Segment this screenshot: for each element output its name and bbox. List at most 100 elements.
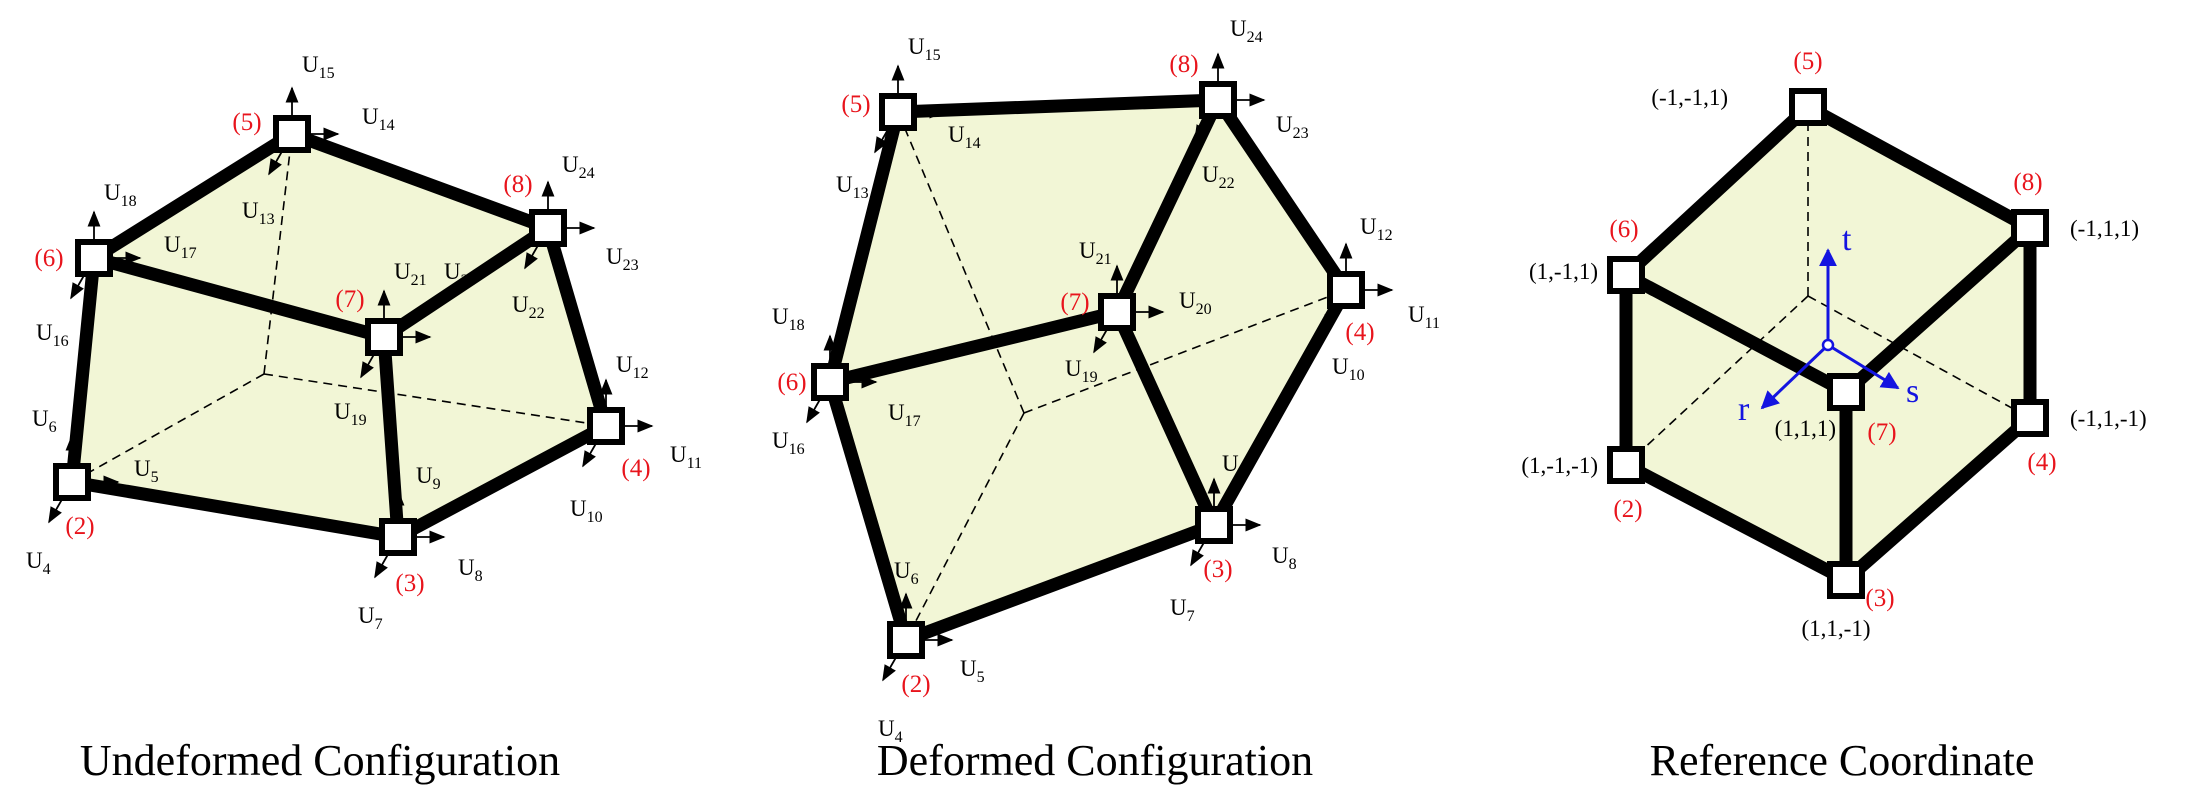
node-label: (4) bbox=[2027, 449, 2056, 476]
dof-label: U7 bbox=[358, 603, 383, 633]
dof-label: U16 bbox=[772, 428, 805, 458]
node-label: (3) bbox=[395, 570, 424, 597]
node-label: (7) bbox=[1867, 419, 1896, 446]
hidden-edge-1 bbox=[263, 373, 607, 427]
node-box bbox=[1827, 561, 1865, 599]
node-box bbox=[887, 621, 925, 659]
dof-label: U23 bbox=[606, 244, 639, 274]
edge-7 bbox=[1211, 93, 1353, 297]
edge-6 bbox=[1110, 305, 1221, 532]
dof-label: U19 bbox=[1065, 356, 1098, 386]
edge-4 bbox=[823, 375, 913, 647]
caption-deformed: Deformed Configuration bbox=[877, 736, 1313, 785]
axis-label-r: r bbox=[1738, 391, 1750, 428]
node-coordinate: (1,-1,-1) bbox=[1521, 453, 1598, 478]
axis-label-s: s bbox=[1906, 373, 1919, 410]
edge-0 bbox=[891, 93, 1225, 119]
axis-label-t: t bbox=[1842, 221, 1852, 258]
node-coordinate: (1,1,1) bbox=[1775, 416, 1836, 441]
node-box bbox=[53, 463, 91, 501]
face-2 bbox=[1846, 228, 2030, 580]
dof-label: U12 bbox=[616, 352, 649, 382]
node-box bbox=[879, 93, 917, 131]
hidden-edge-0 bbox=[905, 412, 1025, 641]
hidden-edge-2 bbox=[263, 133, 293, 375]
edge-6 bbox=[1619, 268, 1853, 399]
hidden-edge-1 bbox=[1023, 289, 1347, 414]
dof-label: U21 bbox=[394, 259, 427, 289]
hidden-edge-0 bbox=[71, 373, 265, 483]
node-label: (8) bbox=[1169, 51, 1198, 78]
edge-4 bbox=[65, 251, 101, 489]
node-label: (8) bbox=[503, 171, 532, 198]
node-label: (3) bbox=[1865, 585, 1894, 612]
dof-label: U13 bbox=[242, 198, 275, 228]
node-coordinate: (1,1,-1) bbox=[1802, 616, 1871, 641]
node-box bbox=[1195, 506, 1233, 544]
dof-label: U10 bbox=[570, 496, 603, 526]
node-label: (5) bbox=[232, 109, 261, 136]
edge-5 bbox=[1839, 411, 2037, 587]
edge-3 bbox=[823, 105, 905, 389]
node-box bbox=[1199, 81, 1237, 119]
node-coordinate: (-1,-1,1) bbox=[1651, 85, 1728, 110]
edge-5 bbox=[899, 518, 1221, 647]
node-label: (6) bbox=[1609, 216, 1638, 243]
edge-4 bbox=[1619, 458, 1853, 587]
node-box bbox=[365, 318, 403, 356]
node-label: (2) bbox=[901, 671, 930, 698]
dof-label: U6 bbox=[32, 406, 57, 436]
node-coordinate: (-1,1,1) bbox=[2070, 216, 2139, 241]
dof-label: U15 bbox=[302, 52, 335, 82]
node-label: (7) bbox=[335, 286, 364, 313]
dof-label: U11 bbox=[1408, 302, 1440, 332]
node-box bbox=[1607, 446, 1645, 484]
dof-label: U18 bbox=[104, 180, 137, 210]
dof-label: U19 bbox=[334, 399, 367, 429]
edge-7 bbox=[1839, 221, 2037, 399]
node-label: (2) bbox=[65, 513, 94, 540]
node-label: (8) bbox=[2013, 169, 2042, 196]
edge-1 bbox=[1110, 93, 1225, 319]
dof-label: U17 bbox=[888, 400, 921, 430]
dof-label: U9 bbox=[416, 463, 441, 493]
edge-0 bbox=[87, 127, 299, 265]
dof-label: U18 bbox=[772, 304, 805, 334]
node-label: (6) bbox=[34, 245, 63, 272]
node-label: (4) bbox=[1345, 319, 1374, 346]
node-box bbox=[1098, 293, 1136, 331]
dof-label: U8 bbox=[1272, 543, 1297, 573]
caption-reference: Reference Coordinate bbox=[1650, 736, 2035, 785]
node-box bbox=[379, 518, 417, 556]
dof-label: U21 bbox=[1079, 238, 1112, 268]
dof-label: U5 bbox=[960, 656, 985, 686]
node-label: (2) bbox=[1613, 496, 1642, 523]
dof-label: U23 bbox=[1276, 112, 1309, 142]
edge-6 bbox=[377, 330, 405, 544]
dof-label: U4 bbox=[26, 548, 51, 578]
node-box bbox=[273, 115, 311, 153]
node-box bbox=[75, 239, 113, 277]
dof-label: U4 bbox=[878, 716, 903, 746]
node-box bbox=[587, 407, 625, 445]
node-box bbox=[1827, 373, 1865, 411]
dof-label: U24 bbox=[562, 152, 595, 182]
node-box bbox=[1789, 88, 1827, 126]
edge-1 bbox=[1619, 100, 1815, 282]
node-label: (7) bbox=[1060, 289, 1089, 316]
dof-label: U22 bbox=[1202, 162, 1235, 192]
dof-label: U24 bbox=[1230, 16, 1263, 46]
edge-8 bbox=[1207, 283, 1353, 532]
node-box bbox=[2011, 209, 2049, 247]
dof-label: U10 bbox=[1332, 354, 1365, 384]
undeformed-panel: U13U14U15(5)U16U17U18(6)U19U20U21(7)U22U… bbox=[26, 52, 702, 633]
dof-label: U7 bbox=[1170, 595, 1195, 625]
dof-label: U14 bbox=[948, 122, 981, 152]
node-label: (4) bbox=[621, 455, 650, 482]
deformed-panel: U13U14U15(5)U16U17U18(6)U19U20U21(7)U22U… bbox=[772, 16, 1440, 746]
face-1 bbox=[1626, 275, 1846, 580]
dof-label: U20 bbox=[444, 259, 477, 289]
edge-2 bbox=[823, 305, 1124, 389]
